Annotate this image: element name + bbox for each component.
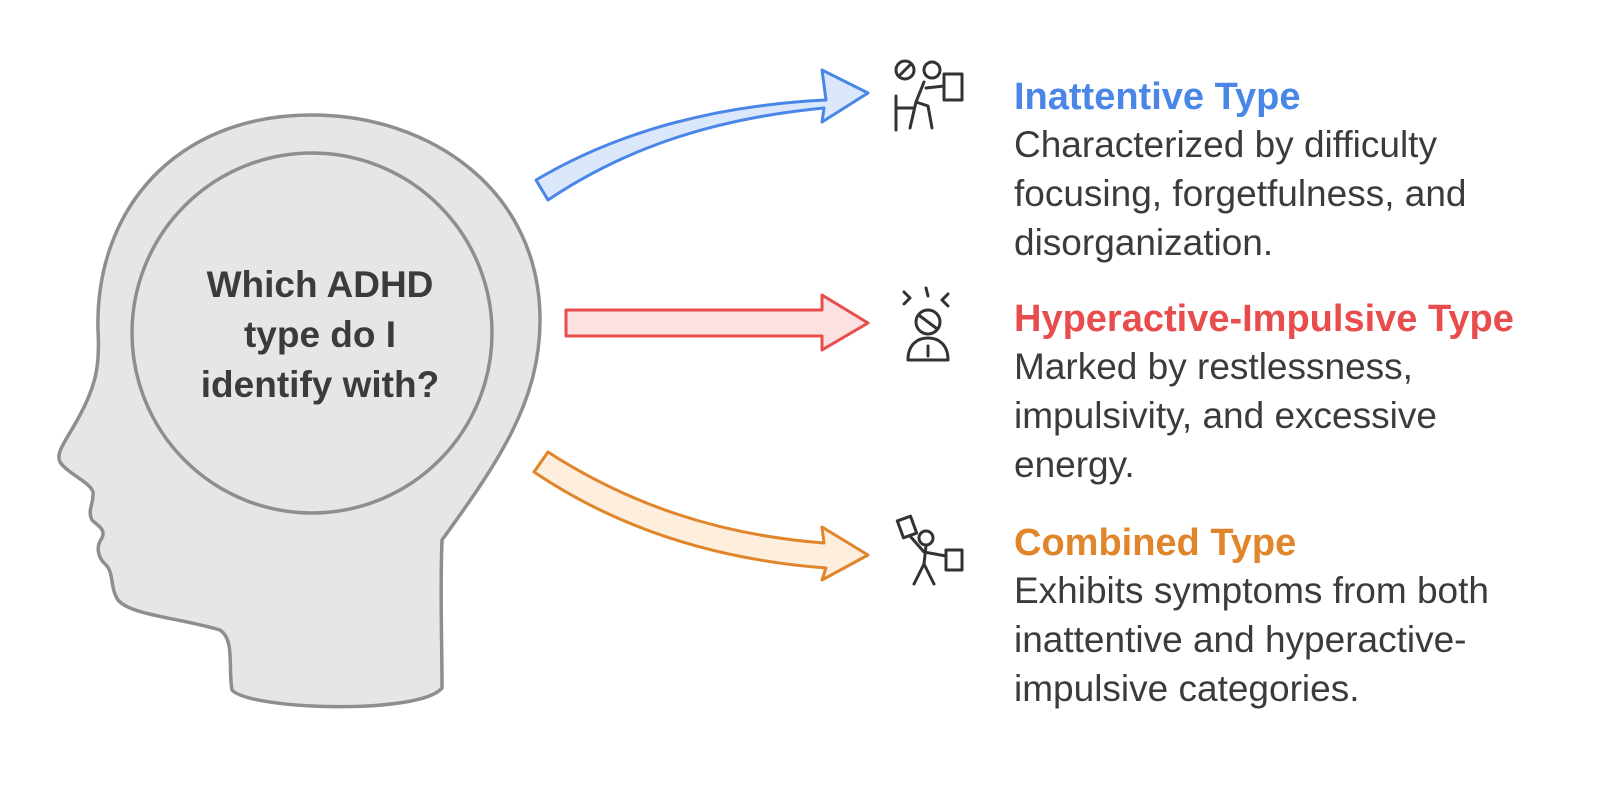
arrow-inattentive bbox=[534, 68, 870, 202]
type-item-hyperactive-impulsive: Hyperactive-Impulsive Type Marked by res… bbox=[1014, 296, 1594, 489]
type-title: Inattentive Type bbox=[1014, 76, 1301, 118]
person-at-desk-distracted-icon bbox=[894, 59, 964, 132]
type-description: Exhibits symptoms from both inattentive … bbox=[1014, 570, 1489, 709]
type-item-combined: Combined Type Exhibits symptoms from bot… bbox=[1014, 520, 1594, 713]
type-title: Combined Type bbox=[1014, 522, 1297, 564]
stressed-person-icon bbox=[902, 286, 950, 362]
type-description: Marked by restlessness, impulsivity, and… bbox=[1014, 346, 1437, 485]
arrow-hyperactive bbox=[564, 293, 870, 352]
head-question-text: Which ADHD type do I identify with? bbox=[200, 264, 440, 405]
person-juggling-tasks-icon bbox=[895, 514, 964, 586]
type-description: Characterized by difficulty focusing, fo… bbox=[1014, 124, 1467, 263]
arrow-combined bbox=[532, 450, 870, 582]
head-inner-circle bbox=[130, 151, 494, 515]
type-item-inattentive: Inattentive Type Characterized by diffic… bbox=[1014, 74, 1594, 267]
type-title: Hyperactive-Impulsive Type bbox=[1014, 298, 1514, 340]
